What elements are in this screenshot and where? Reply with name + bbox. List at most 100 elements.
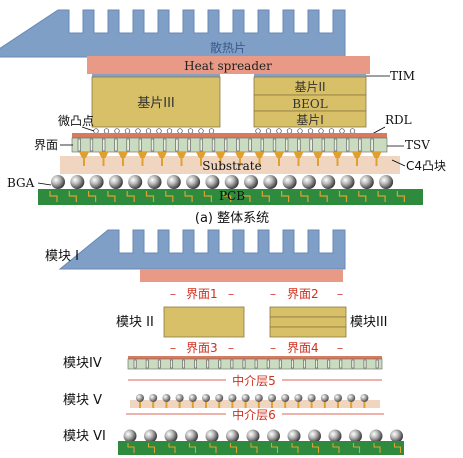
c4-via xyxy=(200,158,202,166)
c4-bump xyxy=(188,394,197,402)
module-4-rdl xyxy=(128,356,382,359)
micro-bump xyxy=(114,128,120,134)
bga-ball xyxy=(166,175,181,189)
micro-bump xyxy=(349,128,356,134)
c4-label: C4凸块 xyxy=(406,159,446,173)
tsv xyxy=(351,359,355,369)
c4-bump xyxy=(281,394,290,402)
bga-ball xyxy=(147,175,162,189)
micro-bump xyxy=(255,128,261,134)
bga-ball xyxy=(328,429,342,443)
bga-ball xyxy=(379,175,394,189)
bga-ball xyxy=(308,429,321,443)
tsv xyxy=(272,138,277,152)
pcb-label: PCB xyxy=(219,189,245,203)
interface-1-dash-right: – xyxy=(228,287,234,301)
tsv xyxy=(206,359,210,369)
module-2-label: 模块 II xyxy=(116,315,154,330)
bga-label: BGA xyxy=(7,176,35,190)
c4-via xyxy=(165,402,168,408)
c4-bumps xyxy=(79,152,382,166)
c4-via xyxy=(83,158,85,166)
micro-bump xyxy=(103,128,110,134)
pcb-trace xyxy=(281,191,290,202)
micro-bump xyxy=(135,128,141,134)
bga-ball xyxy=(128,175,143,189)
tsv xyxy=(333,138,338,152)
c4-bump xyxy=(307,394,316,402)
module-5-c4-bumps xyxy=(136,394,369,408)
pcb-trace xyxy=(319,191,328,202)
bga-ball xyxy=(369,429,383,443)
tsv xyxy=(77,138,81,152)
pcb-trace xyxy=(291,443,299,453)
microbump-label: 微凸点 xyxy=(58,114,94,128)
package-substrate xyxy=(60,156,400,174)
module-6-pcb-traces xyxy=(127,443,402,453)
bga-ball xyxy=(282,175,297,189)
pcb-trace xyxy=(358,191,367,202)
pcb-trace xyxy=(229,443,238,453)
interface-4-dash-right: – xyxy=(337,341,343,355)
pcb-trace xyxy=(188,443,197,453)
c4-bump xyxy=(293,152,304,158)
tsv xyxy=(290,359,294,369)
substrate-label: Substrate xyxy=(202,159,261,173)
bga-ball xyxy=(340,175,355,189)
rdl-label: RDL xyxy=(385,113,412,127)
c4-bump xyxy=(98,152,109,158)
c4-via xyxy=(152,402,155,408)
tsv xyxy=(339,359,343,369)
c4-via xyxy=(102,158,105,166)
pcb-trace xyxy=(203,191,212,202)
pcb-trace xyxy=(168,443,176,453)
caption-a: (a) 整体系统 xyxy=(195,211,269,226)
c4-leader xyxy=(391,159,406,167)
pcb-trace xyxy=(127,443,135,453)
pcb-trace xyxy=(300,191,309,202)
die-3-label: 基片III xyxy=(137,96,175,111)
tsv xyxy=(242,359,246,369)
tsv xyxy=(327,359,331,369)
micro-bump xyxy=(307,128,314,134)
c4-via xyxy=(310,402,313,408)
interposer-6-label: 中介层6 xyxy=(232,407,276,422)
tsv xyxy=(248,138,252,152)
tsv xyxy=(375,359,379,369)
heatsink xyxy=(0,9,346,58)
tsv xyxy=(346,138,350,152)
bga-ball xyxy=(390,429,403,443)
micro-bump xyxy=(339,128,345,134)
tim-layer-right xyxy=(254,74,366,77)
module-2-die xyxy=(163,306,245,338)
pcb-trace xyxy=(147,443,156,453)
tsv xyxy=(89,138,94,152)
c4-bump xyxy=(332,152,343,158)
module-6-label: 模块 VI xyxy=(63,429,106,444)
tsv xyxy=(363,359,367,369)
die-3 xyxy=(91,76,221,128)
rdl-layer xyxy=(72,133,387,138)
tsv xyxy=(297,138,301,152)
module-1-spreader xyxy=(140,269,343,282)
tsv-array xyxy=(77,138,374,152)
interface-2-label: 界面2 xyxy=(287,287,319,301)
bga-ball xyxy=(301,175,316,189)
bga-ball xyxy=(144,429,157,443)
c4-bump xyxy=(202,394,210,402)
c4-bump xyxy=(136,394,144,402)
tsv xyxy=(254,359,258,369)
tsv xyxy=(309,138,313,152)
interface-2-dash-right: – xyxy=(337,287,343,301)
panel-b: 模块 I – 界面1 – – 界面2 – 模块 II 模块III – 界面3 –… xyxy=(45,229,404,455)
tsv xyxy=(321,138,325,152)
bga-ball xyxy=(70,175,85,189)
tsv xyxy=(303,359,306,369)
tsv xyxy=(114,138,118,152)
bga-ball xyxy=(287,429,301,443)
c4-bump xyxy=(360,394,369,402)
tsv xyxy=(211,138,216,152)
c4-via xyxy=(218,402,221,408)
c4-via xyxy=(257,402,260,408)
